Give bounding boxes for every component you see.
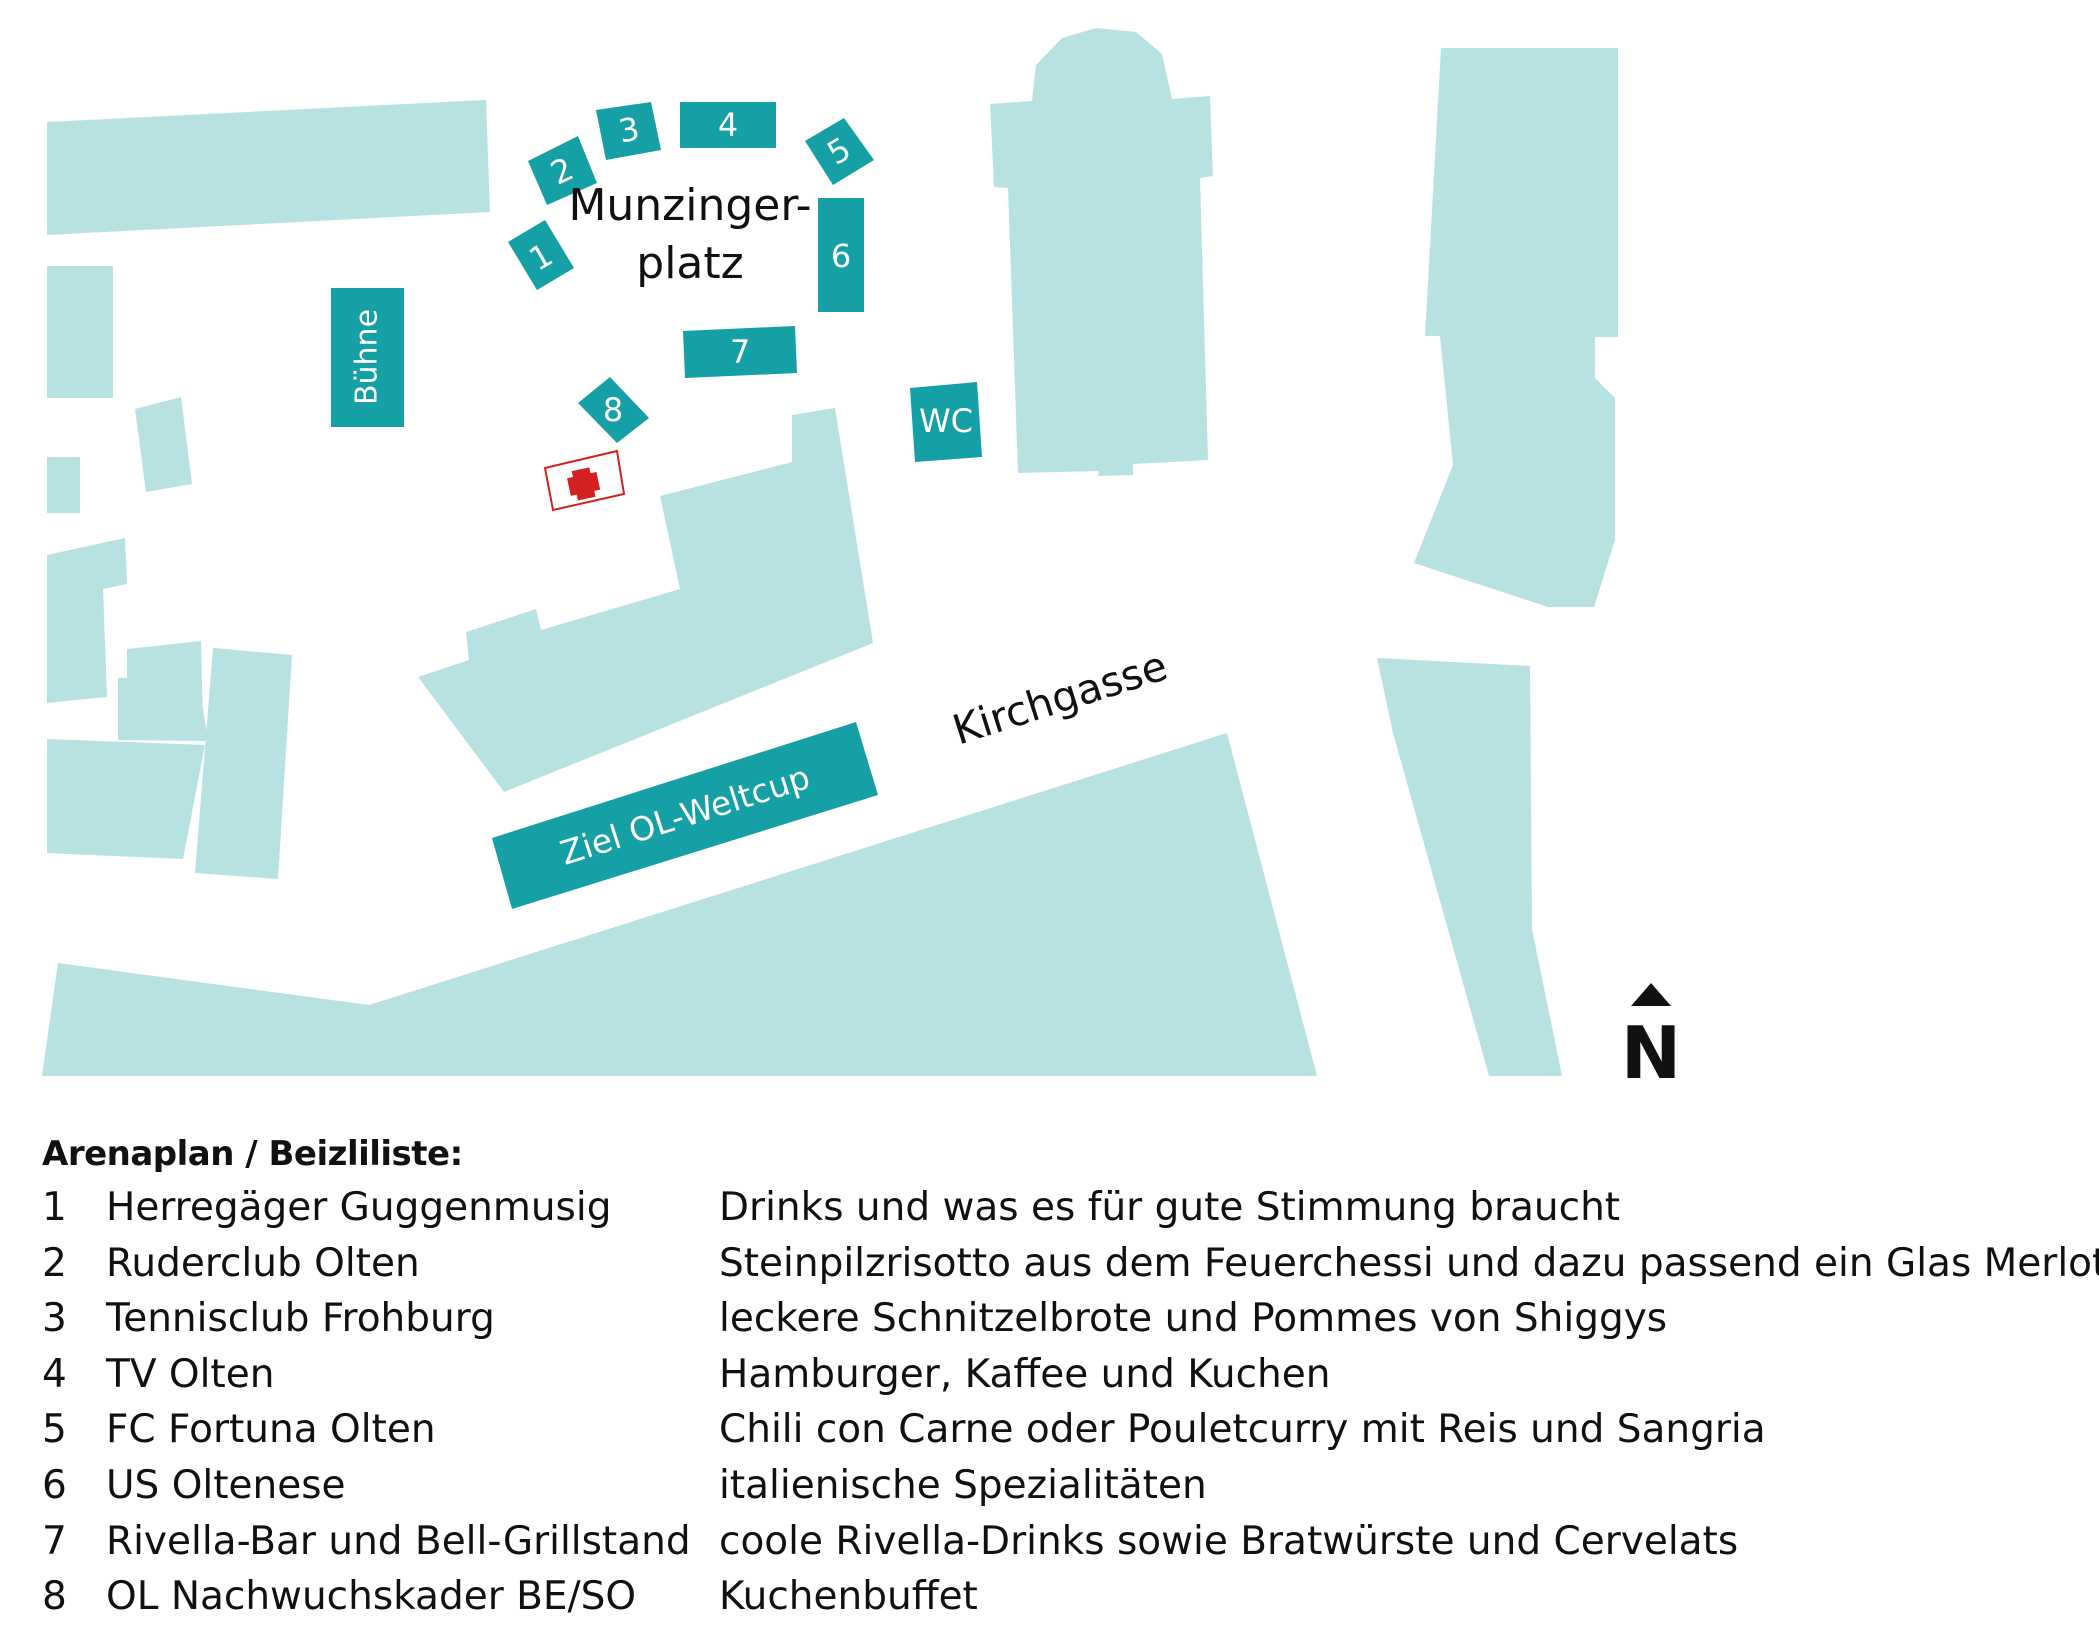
square-label-line2: platz — [636, 238, 743, 289]
legend-row: 4 TV Olten Hamburger, Kaffee und Kuchen — [42, 1347, 2082, 1403]
legend-row: 1 Herregäger Guggenmusig Drinks und was es… — [42, 1180, 2082, 1236]
building-w-2 — [47, 457, 80, 513]
buildings — [42, 28, 1618, 1076]
building-east — [1414, 48, 1618, 607]
legend-num: 6 — [42, 1462, 67, 1508]
stand-8[interactable]: 8 — [578, 377, 649, 443]
stand-8-label: 8 — [603, 391, 623, 429]
arena-map: 1 2 3 4 5 6 7 8 — [42, 28, 1681, 1095]
stand-7-label: 7 — [730, 333, 750, 371]
building-southeast — [1377, 658, 1562, 1076]
building-nw — [47, 100, 490, 235]
legend-offer: italienische Spezialitäten — [719, 1462, 1207, 1508]
legend-num: 2 — [42, 1240, 67, 1286]
legend-offer: Kuchenbuffet — [719, 1574, 978, 1620]
legend-club: FC Fortuna Olten — [106, 1407, 436, 1453]
stand-3[interactable]: 3 — [596, 102, 661, 160]
street-label: Kirchgasse — [947, 642, 1173, 755]
legend-offer: coole Rivella-Drinks sowie Bratwürste un… — [719, 1518, 1739, 1564]
wc-label: WC — [919, 402, 973, 440]
legend-row: 6 US Oltenese italienische Spezialitäten — [42, 1458, 2082, 1514]
building-south — [42, 733, 1317, 1076]
legend-num: 4 — [42, 1351, 67, 1397]
square-label-line1: Munzinger- — [568, 180, 811, 231]
stage-label: Bühne — [350, 309, 385, 405]
legend-title: Arenaplan / Beizliliste: — [42, 1134, 463, 1174]
legend-offer: Hamburger, Kaffee und Kuchen — [719, 1351, 1331, 1397]
building-w-5 — [118, 676, 208, 741]
legend-num: 8 — [42, 1574, 67, 1620]
building-w-7 — [47, 739, 205, 859]
building-w-3 — [47, 538, 127, 703]
stage[interactable]: Bühne — [331, 288, 404, 427]
legend-club: OL Nachwuchskader BE/SO — [106, 1574, 637, 1620]
legend-row: 2 Ruderclub Olten Steinpilzrisotto aus dem… — [42, 1236, 2099, 1292]
wc[interactable]: WC — [910, 382, 982, 462]
building-w-6 — [195, 648, 292, 879]
legend-row: 8 OL Nachwuchskader BE/SO Kuchenbuffet — [42, 1569, 2082, 1625]
legend-row: 3 Tennisclub Frohburg leckere Schnitzelbro… — [42, 1291, 2082, 1347]
legend-club: TV Olten — [106, 1351, 275, 1397]
legend-offer: Drinks und was es für gute Stimmung brau… — [719, 1185, 1621, 1230]
stand-legend: Arenaplan / Beizliliste: 1 Herregäger Gug… — [42, 1128, 2099, 1625]
legend-row: 7 Rivella-Bar und Bell-Grillstand coole Ri… — [42, 1514, 2082, 1570]
legend-club: Ruderclub Olten — [106, 1240, 420, 1286]
stand-1[interactable]: 1 — [508, 220, 574, 290]
stand-5[interactable]: 5 — [805, 118, 874, 185]
legend-offer: Steinpilzrisotto aus dem Feuerchessi und… — [719, 1240, 2099, 1286]
legend-club: US Oltenese — [106, 1462, 346, 1508]
stand-4[interactable]: 4 — [680, 102, 776, 148]
legend-num: 3 — [42, 1296, 67, 1342]
building-church — [990, 28, 1213, 476]
north-label: N — [1621, 1011, 1681, 1095]
first-aid-cross-icon — [543, 449, 626, 512]
legend-list: 1 Herregäger Guggenmusig Drinks und was es… — [42, 1180, 2099, 1625]
building-w-1 — [47, 266, 113, 398]
legend-num: 1 — [42, 1185, 67, 1230]
legend-row: 5 FC Fortuna Olten Chili con Carne oder Po… — [42, 1402, 2082, 1458]
stand-4-label: 4 — [718, 106, 738, 144]
legend-club: Rivella-Bar und Bell-Grillstand — [106, 1518, 691, 1564]
building-w-small — [135, 397, 192, 492]
stand-7[interactable]: 7 — [683, 326, 797, 378]
legend-club: Herregäger Guggenmusig — [106, 1185, 612, 1230]
stand-6[interactable]: 6 — [818, 198, 864, 312]
legend-num: 7 — [42, 1518, 67, 1564]
building-center — [418, 408, 873, 792]
stand-6-label: 6 — [831, 237, 851, 275]
legend-num: 5 — [42, 1407, 67, 1453]
north-arrow-icon: N — [1621, 983, 1681, 1095]
legend-offer: Chili con Carne oder Pouletcurry mit Rei… — [719, 1407, 1766, 1453]
legend-club: Tennisclub Frohburg — [106, 1296, 495, 1342]
stand-2[interactable]: 2 — [528, 136, 597, 205]
legend-offer: leckere Schnitzelbrote und Pommes von Sh… — [719, 1296, 1668, 1342]
